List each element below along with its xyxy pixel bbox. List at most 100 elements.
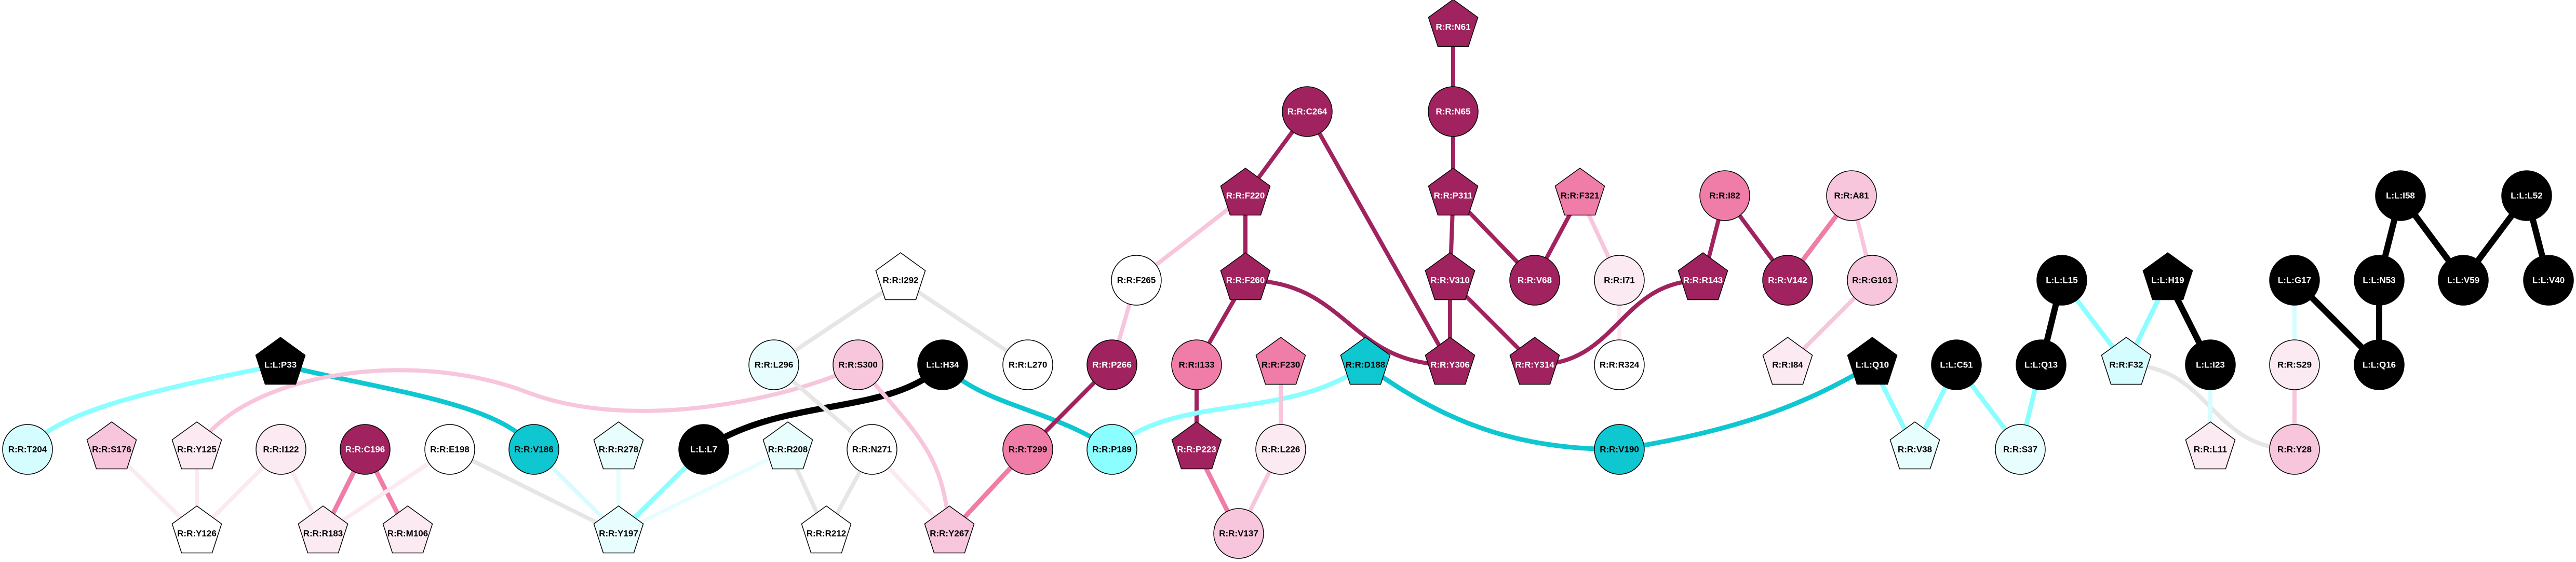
circle-shape <box>917 339 968 390</box>
pentagon-shape <box>1428 0 1479 47</box>
node-label: R:R:L11 <box>2194 445 2227 455</box>
node-y314[interactable]: R:R:Y314 <box>1509 337 1560 385</box>
node-label: R:R:R143 <box>1683 276 1723 285</box>
node-v59[interactable]: L:L:V59 <box>2438 255 2489 306</box>
node-r324[interactable]: R:R:R324 <box>1594 339 1645 390</box>
node-v38[interactable]: R:R:V38 <box>1889 421 1940 470</box>
circle-shape <box>508 424 559 475</box>
node-p311[interactable]: R:R:P311 <box>1428 168 1479 216</box>
node-f220[interactable]: R:R:F220 <box>1220 168 1271 216</box>
node-v142[interactable]: R:R:V142 <box>1762 255 1813 306</box>
node-s300[interactable]: R:R:S300 <box>833 339 883 390</box>
node-i23[interactable]: L:L:I23 <box>2185 339 2236 390</box>
circle-shape <box>2016 339 2067 390</box>
node-c51[interactable]: L:L:C51 <box>1931 339 1982 390</box>
node-q16[interactable]: L:L:Q16 <box>2354 339 2405 390</box>
node-p266[interactable]: R:R:P266 <box>1086 339 1137 390</box>
circle-shape <box>833 339 883 390</box>
node-v40[interactable]: L:L:V40 <box>2523 255 2574 306</box>
node-y126[interactable]: R:R:Y126 <box>171 505 222 554</box>
node-l226[interactable]: R:R:L226 <box>1255 424 1306 475</box>
node-a81[interactable]: R:R:A81 <box>1826 170 1877 221</box>
node-label: R:R:N61 <box>1435 22 1470 32</box>
node-l7[interactable]: L:L:L7 <box>678 424 729 475</box>
node-label: R:R:T299 <box>1009 445 1048 455</box>
node-p189[interactable]: R:R:P189 <box>1086 424 1137 475</box>
node-s37[interactable]: R:R:S37 <box>1995 424 2046 475</box>
node-y28[interactable]: R:R:Y28 <box>2269 424 2320 475</box>
node-n61[interactable]: R:R:N61 <box>1428 0 1479 47</box>
node-label: L:L:L15 <box>2046 276 2077 285</box>
node-r183[interactable]: R:R:R183 <box>298 505 348 554</box>
node-v137[interactable]: R:R:V137 <box>1213 508 1264 559</box>
node-label: R:R:Y306 <box>1430 360 1470 370</box>
node-label: R:R:C196 <box>345 445 385 455</box>
node-v68[interactable]: R:R:V68 <box>1509 255 1560 306</box>
node-f321[interactable]: R:R:F321 <box>1554 168 1605 216</box>
node-r278[interactable]: R:R:R278 <box>593 421 644 470</box>
node-i133[interactable]: R:R:I133 <box>1171 339 1222 390</box>
node-s176[interactable]: R:R:S176 <box>86 421 137 470</box>
node-f32[interactable]: R:R:F32 <box>2101 337 2152 385</box>
node-label: R:R:R208 <box>768 445 808 455</box>
node-l11[interactable]: R:R:L11 <box>2185 421 2236 470</box>
edge-d188-v190 <box>1364 363 1620 452</box>
node-l15[interactable]: L:L:L15 <box>2036 255 2087 306</box>
node-v190[interactable]: R:R:V190 <box>1594 424 1645 475</box>
node-f260[interactable]: R:R:F260 <box>1220 252 1271 300</box>
node-n65[interactable]: R:R:N65 <box>1428 86 1479 137</box>
circle-shape <box>1995 424 2046 475</box>
node-r143[interactable]: R:R:R143 <box>1678 252 1728 300</box>
node-c264[interactable]: R:R:C264 <box>1282 86 1333 137</box>
node-l270[interactable]: R:R:L270 <box>1002 339 1053 390</box>
node-label: R:R:P266 <box>1092 360 1132 370</box>
node-p223[interactable]: R:R:P223 <box>1171 421 1222 470</box>
node-d188[interactable]: R:R:D188 <box>1340 337 1391 385</box>
node-v186[interactable]: R:R:V186 <box>508 424 559 475</box>
edge-v190-q10 <box>1619 363 1874 452</box>
edge-r143-y314 <box>1534 278 1703 367</box>
node-c196[interactable]: R:R:C196 <box>340 424 391 475</box>
node-i292[interactable]: R:R:I292 <box>875 252 926 300</box>
node-v310[interactable]: R:R:V310 <box>1425 252 1475 300</box>
node-i58[interactable]: L:L:I58 <box>2375 170 2426 221</box>
node-g17[interactable]: L:L:G17 <box>2269 255 2320 306</box>
node-e198[interactable]: R:R:E198 <box>424 424 475 475</box>
pentagon-shape <box>171 505 222 554</box>
node-i122[interactable]: R:R:I122 <box>256 424 306 475</box>
node-l296[interactable]: R:R:L296 <box>748 339 799 390</box>
node-r212[interactable]: R:R:R212 <box>801 505 852 554</box>
node-h34[interactable]: L:L:H34 <box>917 339 968 390</box>
node-q10[interactable]: L:L:Q10 <box>1847 337 1898 385</box>
node-t204[interactable]: R:R:T204 <box>2 424 53 475</box>
node-label: R:R:V137 <box>1219 529 1258 539</box>
node-i82[interactable]: R:R:I82 <box>1699 170 1750 221</box>
node-y125[interactable]: R:R:Y125 <box>171 421 222 470</box>
node-label: R:R:V68 <box>1518 276 1552 285</box>
node-f265[interactable]: R:R:F265 <box>1111 255 1162 306</box>
node-p33[interactable]: L:L:P33 <box>255 337 306 385</box>
node-l52[interactable]: L:L:L52 <box>2501 170 2552 221</box>
node-n53[interactable]: L:L:N53 <box>2354 255 2405 306</box>
node-m106[interactable]: R:R:M106 <box>382 505 433 554</box>
node-i71[interactable]: R:R:I71 <box>1594 255 1645 306</box>
node-r208[interactable]: R:R:R208 <box>762 421 813 470</box>
node-q13[interactable]: L:L:Q13 <box>2016 339 2067 390</box>
node-h19[interactable]: L:L:H19 <box>2142 252 2193 300</box>
circle-shape <box>1594 339 1645 390</box>
node-y306[interactable]: R:R:Y306 <box>1425 337 1475 385</box>
node-y197[interactable]: R:R:Y197 <box>593 505 644 554</box>
node-g161[interactable]: R:R:G161 <box>1847 255 1898 306</box>
edge-h34-l7 <box>702 362 945 452</box>
pentagon-shape <box>1509 337 1560 385</box>
node-label: R:R:C264 <box>1287 107 1327 117</box>
circle-shape <box>1111 255 1162 306</box>
node-y267[interactable]: R:R:Y267 <box>924 505 975 554</box>
node-t299[interactable]: R:R:T299 <box>1002 424 1053 475</box>
node-s29[interactable]: R:R:S29 <box>2269 339 2320 390</box>
node-n271[interactable]: R:R:N271 <box>847 424 897 475</box>
node-label: R:R:R324 <box>1600 360 1640 370</box>
node-i84[interactable]: R:R:I84 <box>1762 337 1813 385</box>
node-f230[interactable]: R:R:F230 <box>1255 337 1306 385</box>
circle-shape <box>1171 339 1222 390</box>
